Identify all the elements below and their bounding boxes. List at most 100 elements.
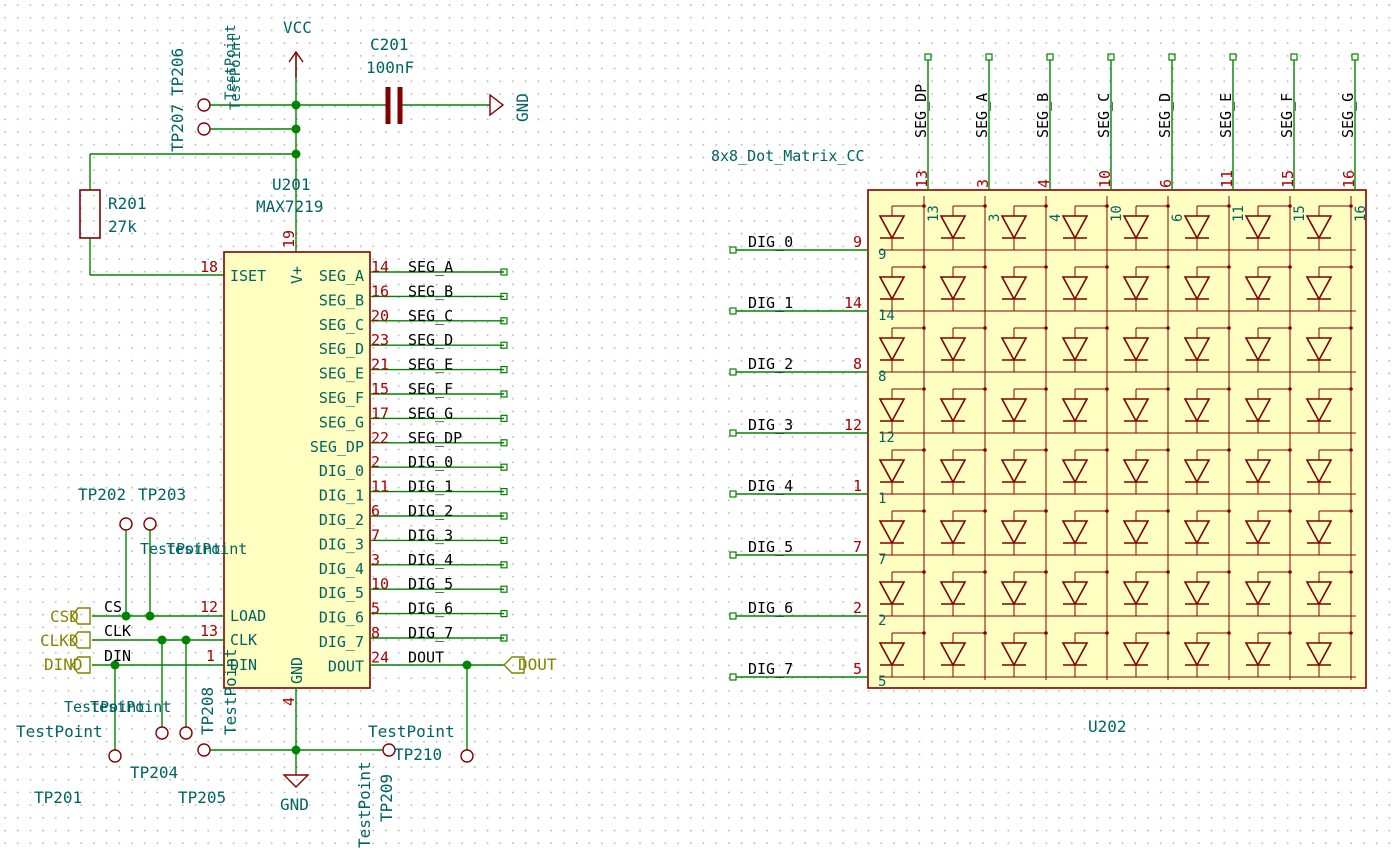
net-terminal[interactable]: [500, 292, 508, 300]
tp203-value: TestPoint: [166, 540, 247, 558]
net-terminal[interactable]: [500, 609, 508, 618]
net-terminal[interactable]: [500, 390, 508, 398]
u201-pin-name: SEG_D: [319, 340, 364, 358]
tp210-label: TP210: [394, 745, 442, 764]
global-label-dind[interactable]: DIND: [44, 655, 83, 674]
u202-row-pin-num: 9: [853, 233, 862, 251]
net-terminal[interactable]: [500, 268, 508, 276]
u202-body[interactable]: [867, 189, 1367, 689]
u202-col-seg-a[interactable]: SEG_A33: [973, 53, 1003, 222]
net-terminal[interactable]: [1168, 53, 1176, 61]
led-diode: [1061, 265, 1109, 311]
net-terminal[interactable]: [500, 536, 508, 545]
u201-pin-name: DIG_1: [319, 487, 364, 505]
net-terminal[interactable]: [1046, 53, 1054, 61]
net-terminal[interactable]: [1229, 53, 1237, 61]
net-terminal[interactable]: [500, 561, 508, 569]
tp207-value: TestPoint: [228, 34, 244, 110]
net-terminal[interactable]: [924, 53, 932, 61]
net-terminal[interactable]: [500, 414, 508, 422]
c201-ref: C201: [370, 35, 409, 54]
net-terminal[interactable]: [729, 429, 737, 437]
net-terminal[interactable]: [1351, 53, 1359, 61]
tp205-value: TestPoint: [90, 698, 171, 716]
net-terminal[interactable]: [500, 439, 508, 447]
net-terminal[interactable]: [729, 368, 737, 376]
net-terminal[interactable]: [500, 317, 508, 325]
net-terminal[interactable]: [729, 551, 737, 559]
net-label: DIG_4: [748, 477, 793, 495]
u201-body[interactable]: [223, 251, 371, 689]
capacitor-c201[interactable]: [385, 87, 403, 124]
tp203-label: TP203: [138, 485, 186, 504]
global-label-clkd[interactable]: CLKD: [40, 631, 79, 650]
gnd-symbol-bottom[interactable]: [282, 774, 310, 788]
net-terminal[interactable]: [729, 612, 737, 620]
gnd-cap-symbol[interactable]: [489, 93, 505, 117]
u201-din-num: 1: [206, 647, 215, 665]
net-terminal[interactable]: [729, 246, 737, 254]
net-terminal[interactable]: [729, 490, 737, 498]
net-terminal[interactable]: [1107, 53, 1115, 61]
net-label: DIG_0: [748, 233, 793, 251]
global-label-shapes[interactable]: [71, 607, 525, 674]
net-terminal[interactable]: [729, 673, 737, 681]
testpoints-bottom[interactable]: [108, 517, 474, 763]
vcc-symbol[interactable]: [288, 50, 304, 78]
net-clk: CLK: [104, 622, 131, 640]
net-label: SEG_DP: [912, 84, 930, 138]
net-terminal[interactable]: [500, 463, 508, 471]
net-terminal[interactable]: [500, 585, 508, 593]
led-diode: [1061, 387, 1109, 433]
resistor-r201[interactable]: [79, 189, 101, 239]
led-diode: [1122, 509, 1170, 555]
u202-col-seg-d[interactable]: SEG_D66: [1156, 53, 1186, 222]
global-label-csd[interactable]: CSD: [50, 607, 79, 626]
net-terminal[interactable]: [500, 488, 508, 496]
testpoints-top[interactable]: [197, 98, 211, 136]
net-terminal[interactable]: [500, 341, 508, 349]
led-diode: [878, 204, 926, 250]
net-terminal[interactable]: [500, 512, 508, 520]
net-terminal[interactable]: [500, 366, 508, 374]
net-terminal[interactable]: [1290, 53, 1298, 61]
gnd-bottom-label: GND: [280, 795, 309, 814]
global-label-dout[interactable]: DOUT: [518, 655, 557, 674]
net-terminal[interactable]: [729, 307, 737, 315]
u202-col-seg-b[interactable]: SEG_B44: [1034, 53, 1064, 222]
tp205-label: TP205: [178, 788, 226, 807]
net-terminal[interactable]: [985, 53, 993, 61]
net-terminal[interactable]: [500, 634, 508, 642]
